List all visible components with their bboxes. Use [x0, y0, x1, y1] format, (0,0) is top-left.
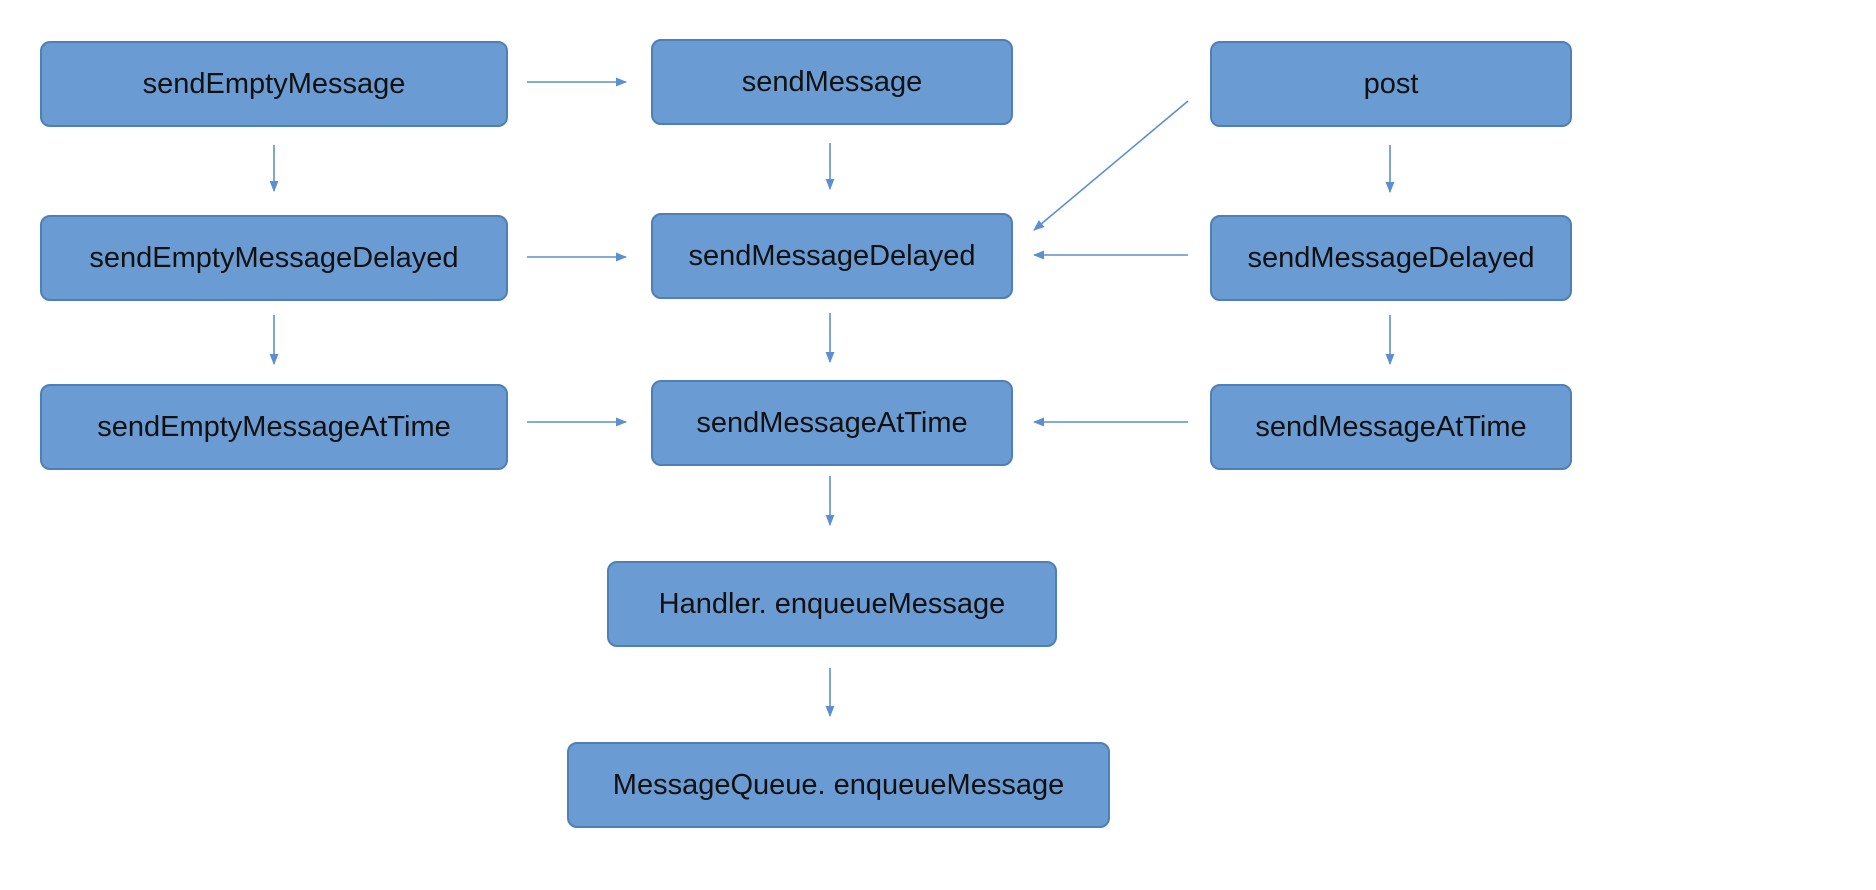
node-send-message-at-time-center: sendMessageAtTime: [651, 380, 1013, 466]
node-handler-enqueue-message: Handler. enqueueMessage: [607, 561, 1057, 647]
node-send-empty-message: sendEmptyMessage: [40, 41, 508, 127]
node-send-message: sendMessage: [651, 39, 1013, 125]
node-post: post: [1210, 41, 1572, 127]
node-send-empty-message-at-time: sendEmptyMessageAtTime: [40, 384, 508, 470]
node-messagequeue-enqueue-message: MessageQueue. enqueueMessage: [567, 742, 1110, 828]
node-send-message-delayed-right: sendMessageDelayed: [1210, 215, 1572, 301]
node-send-empty-message-delayed: sendEmptyMessageDelayed: [40, 215, 508, 301]
arrow-post-to-sendMessageDelayed-center: [1033, 100, 1189, 231]
node-send-message-delayed-center: sendMessageDelayed: [651, 213, 1013, 299]
node-send-message-at-time-right: sendMessageAtTime: [1210, 384, 1572, 470]
